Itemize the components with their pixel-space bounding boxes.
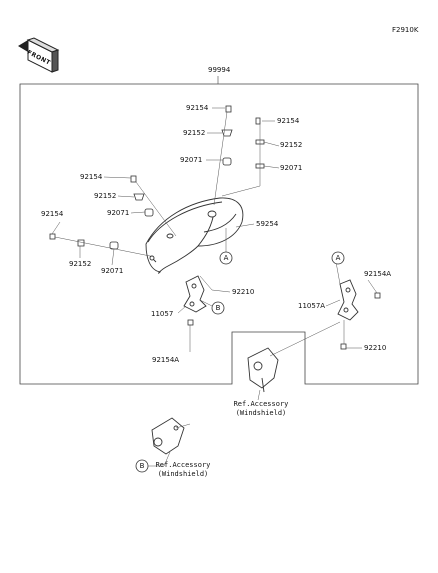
ref-accessory-line2: (Windshield) [157, 470, 209, 478]
windshield-stay-1 [247, 347, 279, 393]
ref-accessory-caption: Ref.Accessory (Windshield) [148, 461, 218, 479]
part-92154: 92154 [41, 210, 64, 218]
callout-circles [135, 251, 345, 473]
leader-lines [51, 107, 378, 467]
part-11057: 11057 [151, 310, 174, 318]
ref-accessory-caption: Ref.Accessory (Windshield) [226, 400, 296, 418]
part-92154: 92154 [277, 117, 300, 125]
callout-a: A [335, 254, 341, 262]
ref-accessory-line1: Ref.Accessory [233, 400, 289, 408]
part-92152: 92152 [183, 129, 206, 137]
part-92154A: 92154A [364, 270, 392, 278]
part-92154A: 92154A [152, 356, 180, 364]
part-92071: 92071 [280, 164, 303, 172]
part-92071: 92071 [180, 156, 203, 164]
part-59254: 59254 [256, 220, 279, 228]
callout-a: A [223, 254, 229, 262]
bracket-11057A [337, 279, 359, 321]
part-92071: 92071 [101, 267, 124, 275]
part-92154: 92154 [186, 104, 209, 112]
part-92152: 92152 [94, 192, 117, 200]
callout-b: B [215, 304, 221, 312]
front-fender [145, 197, 244, 274]
ref-accessory-line1: Ref.Accessory [155, 461, 211, 469]
ref-accessory-line2: (Windshield) [235, 409, 287, 417]
part-92210: 92210 [364, 344, 387, 352]
part-92210: 92210 [232, 288, 255, 296]
part-92152: 92152 [280, 141, 303, 149]
figure-code: F2910K [392, 26, 419, 34]
part-92152: 92152 [69, 260, 92, 268]
front-arrow-icon [18, 37, 60, 73]
part-92154: 92154 [80, 173, 103, 181]
windshield-stay-2 [151, 417, 185, 455]
assembly-frame [19, 83, 419, 385]
bracket-11057 [183, 275, 207, 313]
part-92071: 92071 [107, 209, 130, 217]
callout-b: B [139, 462, 145, 470]
part-11057A: 11057A [298, 302, 326, 310]
assembly-number: 99994 [208, 66, 231, 74]
